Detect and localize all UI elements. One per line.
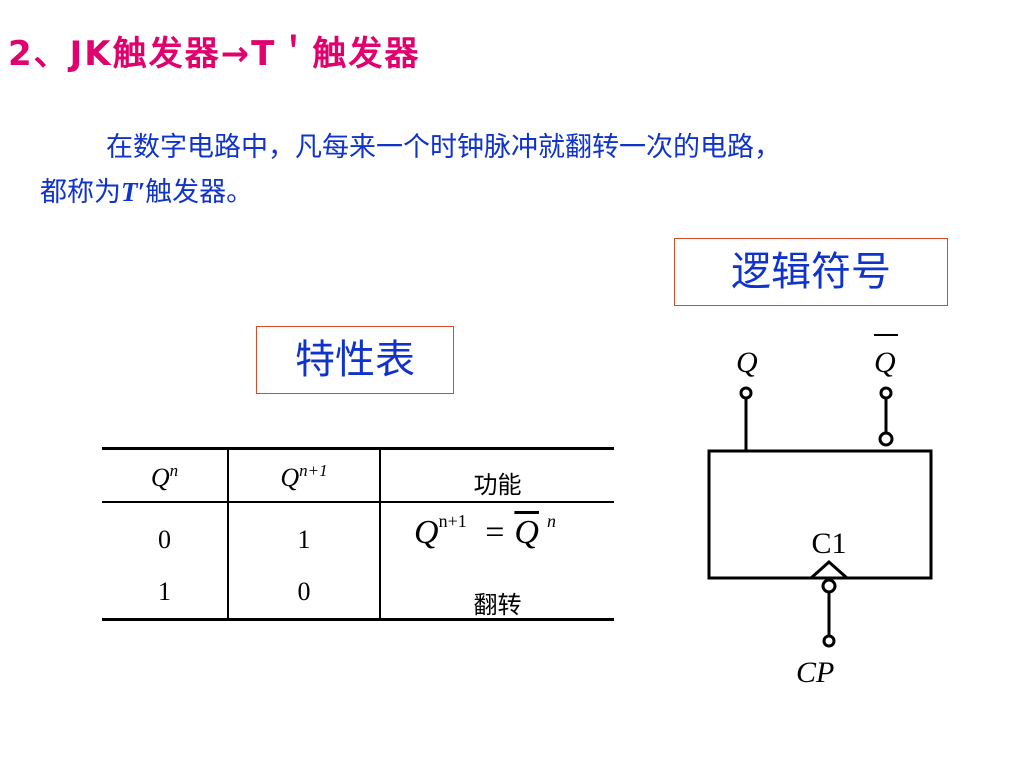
formula-rhs: Q [514, 514, 539, 551]
table-header-rule [102, 501, 614, 503]
row2-qn1: 0 [297, 577, 311, 606]
q-output-label: Q [736, 346, 758, 379]
q-output-terminal [739, 386, 753, 400]
table-bottom-rule [102, 618, 614, 621]
header-qn1: Qn+1 [280, 461, 328, 492]
formula-rhs-sup: n [546, 511, 556, 531]
table-divider-1 [227, 447, 229, 621]
q-bar-output-label: Q [874, 346, 896, 379]
row1-qn1: 1 [297, 525, 311, 554]
definition-prefix: 都称为 [40, 177, 121, 208]
cp-input-terminal [822, 634, 836, 648]
definition-line-1: 在数字电路中，凡每来一个时钟脉冲就翻转一次的电路， [40, 126, 1000, 170]
formula-lhs-sup: n+1 [438, 511, 467, 531]
table-top-rule [102, 447, 614, 450]
definition-line-2: 都称为T′触发器。 [40, 170, 1000, 215]
row1-qn: 0 [158, 525, 171, 554]
clock-edge-triangle [807, 559, 851, 580]
characteristic-table-label: 特性表 [256, 326, 454, 394]
slide-title: 2、JK触发器→T＇触发器 [8, 34, 421, 74]
clock-c1-label: C1 [811, 527, 846, 560]
header-function: 功能 [473, 471, 522, 499]
clock-inversion-bubble [821, 578, 837, 594]
t-prime-flipflop-symbol: Q Q C1 CP [707, 334, 933, 689]
logic-symbol-label: 逻辑符号 [674, 238, 948, 306]
formula-lhs: Q [414, 514, 439, 551]
q-bar-output-terminal [879, 386, 893, 400]
function-toggle: 翻转 [473, 591, 522, 619]
definition-suffix: 触发器。 [145, 177, 254, 208]
header-qn: Qn [150, 461, 179, 492]
definition-paragraph: 在数字电路中，凡每来一个时钟脉冲就翻转一次的电路， 都称为T′触发器。 [40, 126, 1000, 215]
row2-qn: 1 [158, 577, 171, 606]
flipflop-body [707, 449, 933, 580]
definition-text-1: 在数字电路中，凡每来一个时钟脉冲就翻转一次的电路， [106, 132, 781, 163]
formula-equals: = [485, 514, 505, 551]
t-prime-symbol: T′ [121, 177, 146, 207]
q-bar-inversion-bubble [878, 431, 894, 447]
cp-input-label: CP [796, 656, 834, 689]
table-divider-2 [379, 447, 381, 621]
